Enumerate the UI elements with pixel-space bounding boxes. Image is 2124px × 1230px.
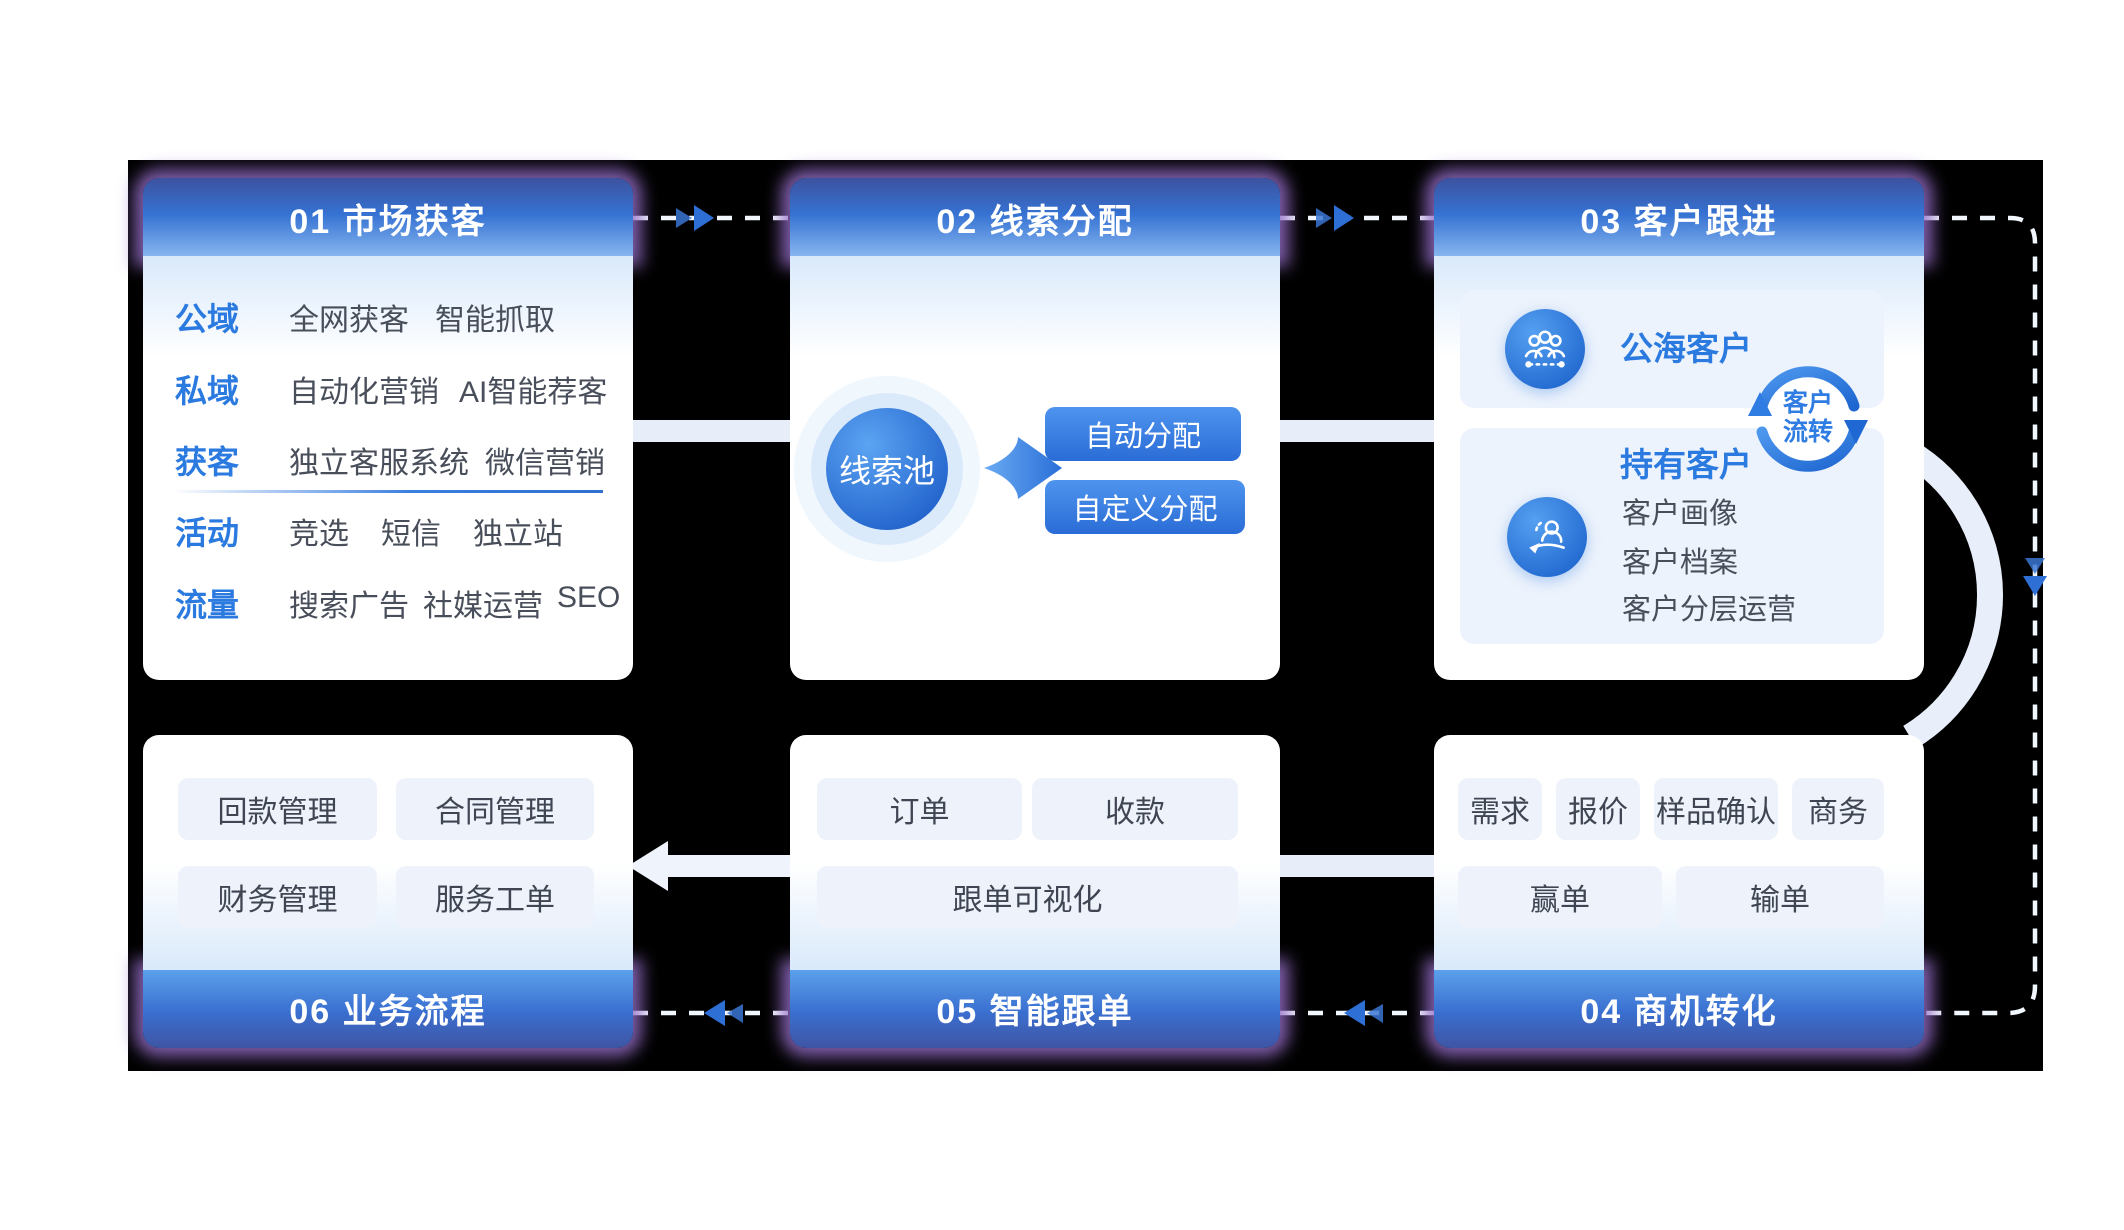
chip-finance-mgmt: 财务管理 [178, 866, 377, 928]
hand-person-icon [1507, 497, 1587, 577]
card3-title: 03 客户跟进 [1580, 202, 1778, 241]
badge-line2: 流转 [1782, 418, 1833, 446]
card1-body [143, 256, 633, 680]
custom-assign-label: 自定义分配 [1072, 494, 1218, 526]
card5-header: 05 智能跟单 [790, 968, 1280, 1048]
lead-pool-label: 线索池 [838, 453, 935, 489]
row-label: 公域 [175, 301, 240, 337]
card4-header: 04 商机转化 [1434, 968, 1924, 1048]
card-customer-followup: 03 客户跟进 公海客户 客户 流转 [1434, 178, 1924, 680]
row-label: 流量 [175, 587, 240, 623]
chevron-double-right-icon [676, 205, 714, 231]
chip-demand: 需求 [1458, 778, 1542, 840]
connector-bar-card2-card3 [1276, 420, 1438, 442]
auto-assign-label: 自动分配 [1084, 421, 1201, 453]
row-item: AI智能荐客 [459, 376, 608, 409]
card6-header: 06 业务流程 [143, 968, 633, 1048]
auto-assign-pill: 自动分配 [1045, 407, 1241, 461]
row-label: 私域 [175, 373, 240, 409]
acquisition-row: 私域 自动化营销 AI智能荐客 [175, 369, 607, 409]
cycle-arrows-icon [1748, 366, 1868, 472]
chevron-double-down-icon [2023, 558, 2047, 596]
chip-service-ticket: 服务工单 [396, 866, 594, 928]
card4-body [1434, 735, 1924, 970]
card2-header: 02 线索分配 [790, 178, 1280, 258]
row-label: 活动 [175, 515, 240, 551]
chip-order: 订单 [817, 778, 1022, 840]
customer-cycle-badge: 客户 流转 [1746, 356, 1870, 480]
connector-bar-card4-card5 [1276, 855, 1438, 877]
row-item: 独立站 [473, 518, 563, 551]
card3-header: 03 客户跟进 [1434, 178, 1924, 258]
card-smart-order-tracking: 05 智能跟单 订单 收款 跟单可视化 [790, 735, 1280, 1048]
row-item: 社媒运营 [423, 590, 543, 623]
lead-pool-circle: 线索池 [826, 408, 948, 530]
holding-item: 客户画像 [1622, 498, 1739, 530]
big-left-arrow-icon [628, 841, 792, 891]
card5-title: 05 智能跟单 [936, 992, 1134, 1031]
row-item: SEO [557, 581, 621, 614]
card6-body [143, 735, 633, 970]
chip-sample-confirm: 样品确认 [1654, 778, 1778, 840]
card1-header: 01 市场获客 [143, 178, 633, 258]
acquisition-row: 活动 竞选短信独立站 [175, 511, 563, 551]
card4-title: 04 商机转化 [1580, 992, 1778, 1031]
cycle-arc-connector [1903, 441, 2004, 749]
row-item: 智能抓取 [435, 304, 555, 337]
chip-collection: 收款 [1032, 778, 1238, 840]
row-item: 搜索广告 [289, 590, 409, 623]
chip-payment-mgmt: 回款管理 [178, 778, 377, 840]
card6-title: 06 业务流程 [289, 992, 487, 1031]
people-group-icon [1505, 309, 1585, 389]
section-divider [173, 490, 603, 493]
acquisition-row: 流量 搜索广告社媒运营 SEO [175, 581, 621, 623]
swoosh-arrow-icon [984, 437, 1062, 499]
holding-item: 客户分层运营 [1622, 594, 1797, 626]
chevron-double-right-icon [1316, 205, 1354, 231]
chip-business: 商务 [1792, 778, 1884, 840]
row-item: 全网获客 [289, 304, 409, 337]
chip-lose-deal: 输单 [1676, 866, 1884, 928]
badge-line1: 客户 [1782, 389, 1833, 417]
card2-title: 02 线索分配 [936, 202, 1134, 241]
chip-win-deal: 赢单 [1458, 866, 1662, 928]
card-opportunity-conversion: 04 商机转化 需求 报价 样品确认 商务 赢单 输单 [1434, 735, 1924, 1048]
row-item: 微信营销 [485, 447, 605, 480]
chevron-double-left-icon [704, 1000, 743, 1026]
chip-order-visualization: 跟单可视化 [817, 866, 1238, 928]
acquisition-row: 公域 全网获客智能抓取 [175, 297, 555, 337]
card-lead-distribution: 02 线索分配 线索池 自动分配 自定义分配 [790, 178, 1280, 680]
row-label: 获客 [175, 444, 240, 480]
chip-contract-mgmt: 合同管理 [396, 778, 594, 840]
holding-item: 客户档案 [1622, 547, 1739, 579]
card-business-process: 06 业务流程 回款管理 合同管理 财务管理 服务工单 [143, 735, 633, 1048]
card5-body [790, 735, 1280, 970]
connector-bar-card1-card2 [629, 420, 794, 442]
holding-customers-title: 持有客户 [1620, 446, 1752, 483]
row-item: 自动化营销 [289, 376, 439, 409]
card-market-acquisition: 01 市场获客 公域 全网获客智能抓取 私域 自动化营销 AI智能荐客 获客 独立… [143, 178, 633, 680]
custom-assign-pill: 自定义分配 [1045, 480, 1245, 534]
row-item: 竞选 [289, 518, 349, 551]
chip-quote: 报价 [1556, 778, 1640, 840]
row-item: 短信 [381, 518, 441, 551]
public-pool-title: 公海客户 [1620, 330, 1752, 367]
chevron-double-left-icon [1344, 1000, 1383, 1026]
card1-title: 01 市场获客 [289, 202, 487, 241]
acquisition-row: 获客 独立客服系统微信营销 [175, 440, 605, 480]
dashed-line-card3-card4 [1924, 215, 2038, 1016]
row-item: 独立客服系统 [289, 447, 469, 480]
